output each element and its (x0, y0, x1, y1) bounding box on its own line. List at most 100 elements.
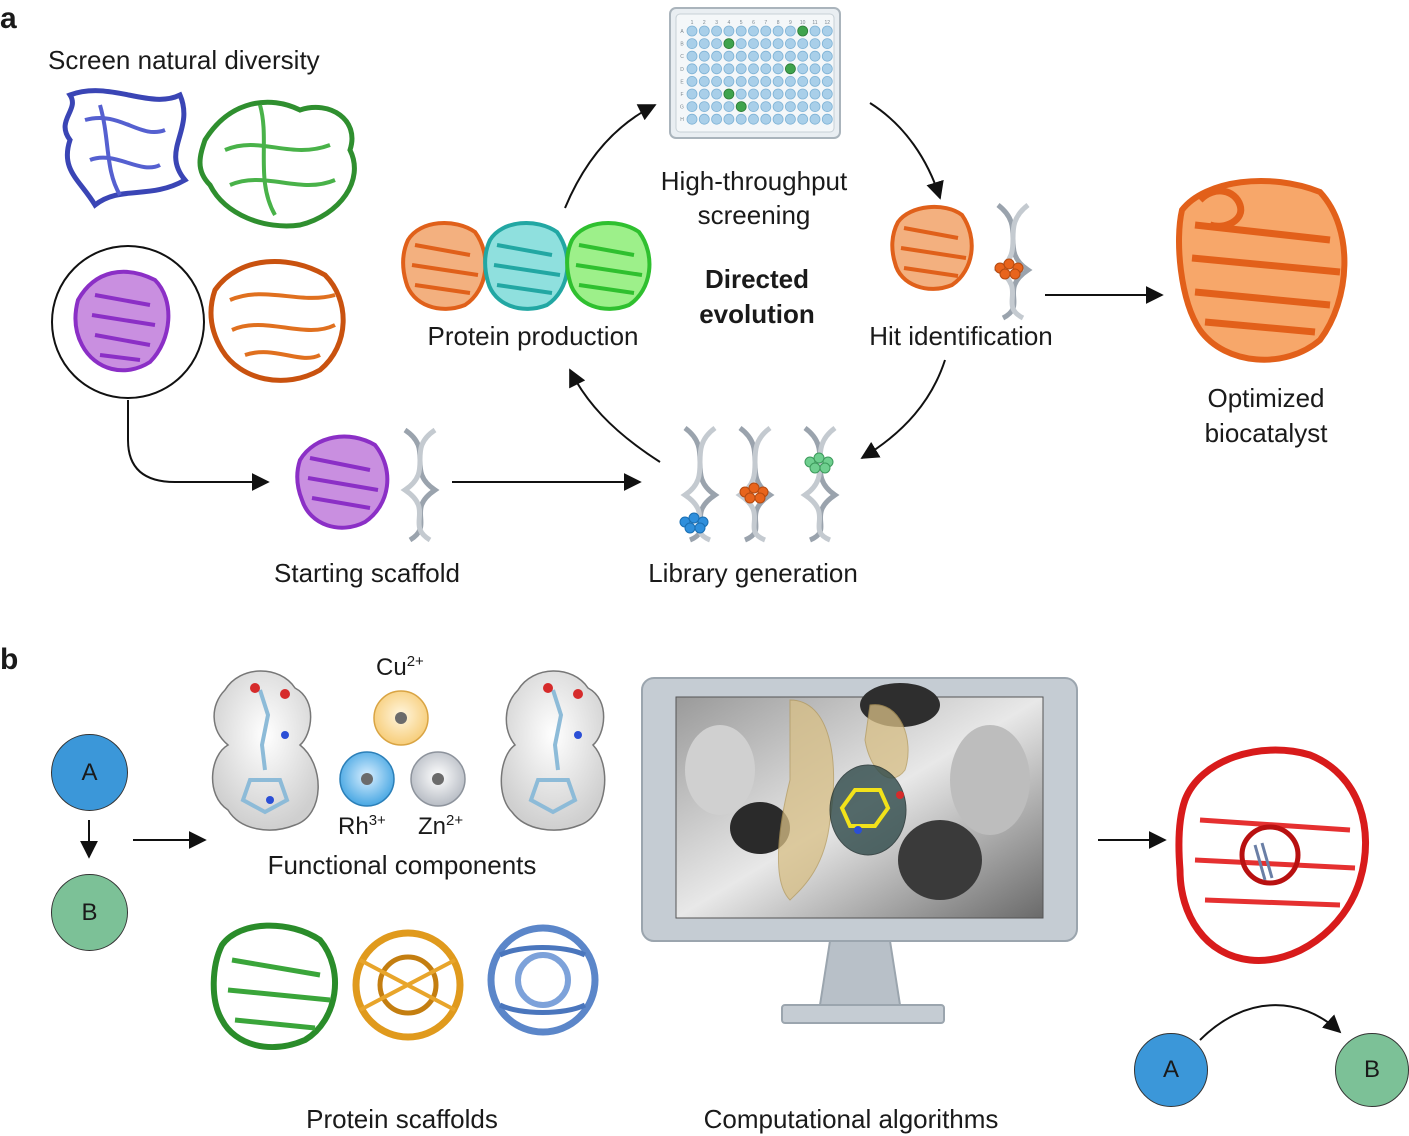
protein-green-structure (197, 99, 357, 229)
label-computational-algorithms: Computational algorithms (703, 1104, 999, 1134)
starting-scaffold-protein (295, 434, 390, 530)
plate-well (785, 113, 796, 125)
library-dna-1 (679, 425, 720, 543)
plate-well (735, 63, 747, 75)
plate-column-label: 7 (764, 20, 767, 26)
histidine-blob-left (211, 670, 319, 831)
computer-monitor (641, 677, 1078, 1024)
plate-well (797, 50, 809, 62)
arrow-catalysis-a-to-b (1199, 1004, 1342, 1041)
plate-well (735, 113, 747, 125)
plate-well (711, 101, 722, 112)
plate-row-label: B (680, 42, 684, 48)
plate-well (821, 38, 833, 49)
plate-well (698, 88, 710, 100)
cu-ion (373, 690, 429, 746)
plate-well (760, 38, 772, 49)
zn-charge: 2+ (446, 812, 464, 829)
plate-well (821, 113, 833, 125)
plate-well (821, 88, 833, 100)
plate-well (797, 63, 809, 75)
plate-well (698, 63, 710, 75)
plate-well (809, 113, 821, 125)
plate-well (686, 113, 698, 125)
label-biocatalyst: biocatalyst (1204, 418, 1328, 448)
designed-enzyme-protein (1175, 746, 1370, 964)
plate-column-label: 12 (825, 20, 831, 26)
plate-well-hit (735, 101, 747, 112)
label-screen-natural-diversity: Screen natural diversity (48, 45, 320, 75)
label-starting-scaffold: Starting scaffold (274, 558, 460, 588)
plate-well (748, 113, 759, 125)
plate-column-label: 1 (691, 20, 694, 26)
plate-well (711, 76, 722, 87)
label-zn-ion: Zn2+ (418, 812, 463, 841)
plate-well (772, 38, 784, 49)
label-library-generation: Library generation (648, 558, 858, 588)
plate-row-label: A (680, 29, 684, 35)
plate-row-label: D (680, 67, 684, 73)
optimized-biocatalyst-protein (1176, 178, 1348, 363)
cycle-arrow-production-to-screening (564, 104, 657, 209)
plate-well (760, 101, 772, 112)
plate-well (760, 50, 772, 62)
panel-a-letter: a (0, 2, 17, 35)
label-high-throughput: High-throughput (660, 166, 848, 196)
plate-well (772, 25, 784, 37)
molecular-surface (685, 683, 1030, 901)
starting-scaffold-dna (400, 427, 440, 543)
label-optimized: Optimized (1207, 383, 1325, 413)
plate-well (735, 88, 747, 100)
plate-column-label: 2 (703, 20, 706, 26)
plate-well (735, 50, 747, 62)
plate-well (686, 63, 698, 75)
panel-b-letter: b (0, 643, 19, 676)
plate-well (686, 101, 698, 112)
plate-well (748, 101, 759, 112)
plate-well (748, 76, 759, 87)
plate-well-hit (723, 88, 735, 100)
plate-row-label: C (680, 54, 684, 60)
label-protein-production: Protein production (427, 321, 639, 351)
plate-well-hit (723, 38, 735, 49)
label-cu-ion: Cu2+ (376, 653, 424, 682)
selected-protein-circle (51, 245, 205, 399)
scaffold-orange (352, 929, 464, 1041)
plate-well (785, 25, 796, 37)
plate-column-label: 11 (812, 20, 817, 26)
plate-well (809, 63, 821, 75)
plate-well (735, 38, 747, 49)
plate-well (821, 101, 833, 112)
protein-blue-structure (62, 88, 189, 209)
plate-well (698, 38, 710, 49)
plate-well (797, 101, 809, 112)
plate-well (821, 63, 833, 75)
cu-symbol: Cu (376, 654, 407, 681)
scaffold-green (210, 922, 339, 1050)
plate-well (748, 50, 759, 62)
plate-well (821, 76, 833, 87)
label-hit-identification: Hit identification (869, 321, 1053, 351)
plate-well (735, 76, 747, 87)
plate-well (797, 88, 809, 100)
plate-row-label: G (680, 105, 684, 111)
library-dna-3 (800, 425, 840, 543)
label-directed: Directed (704, 264, 810, 294)
plate-well (821, 50, 833, 62)
zn-symbol: Zn (418, 813, 447, 840)
plate-well (711, 63, 722, 75)
plate-column-label: 6 (752, 20, 755, 26)
rh-symbol: Rh (338, 813, 369, 840)
plate-well (748, 38, 759, 49)
plate-well (797, 38, 809, 49)
library-dna-2 (735, 425, 775, 543)
plate-well (686, 50, 698, 62)
plate-well (698, 101, 710, 112)
plate-well (809, 38, 821, 49)
plate-well (821, 25, 833, 37)
rh-ion (339, 751, 395, 807)
arrow-to-starting-scaffold (127, 400, 270, 491)
plate-well (760, 25, 772, 37)
plate-well (772, 50, 784, 62)
